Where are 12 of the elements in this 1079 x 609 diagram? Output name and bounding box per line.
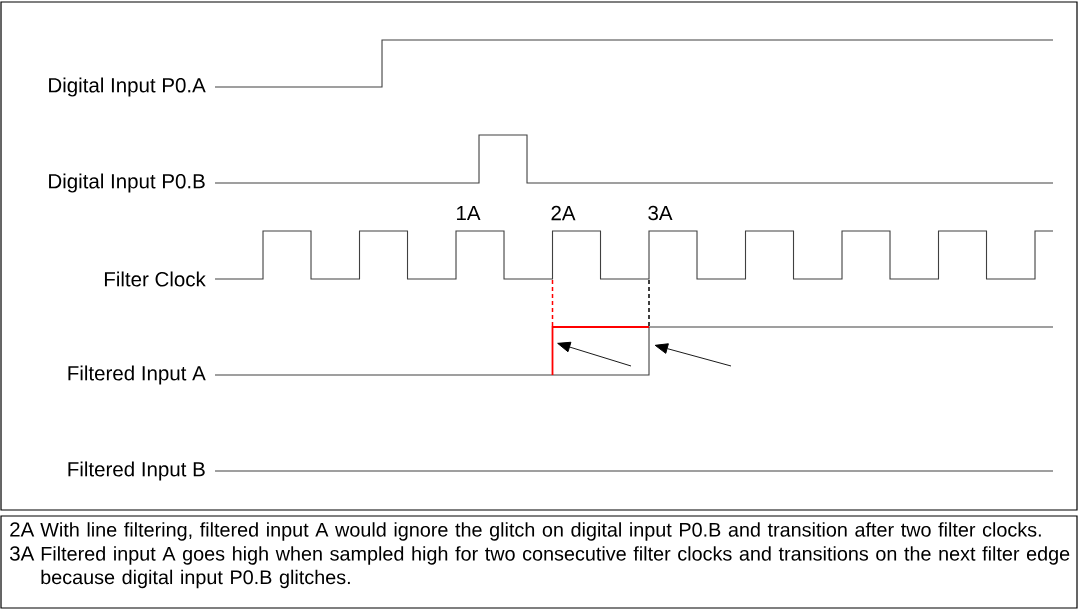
signal-label: Filtered Input A [68,365,206,385]
clock-label: 2A [551,205,576,221]
signal-label: Digital Input P0.B [49,173,205,193]
clock-label: 1A [457,205,481,221]
signal-label: Digital Input P0.A [49,77,206,97]
note-text: With line filtering, filtered input A would ignore the glitch on digital input P0.B and transition after two filter clocks. [40,522,1041,541]
note-number: 2A [10,522,35,537]
clock-label: 3A [648,205,673,221]
signal-label: Filter Clock [105,271,206,287]
signal-label: Filtered Input B [68,461,205,481]
note-text: Filtered input A goes high when sampled high for two consecutive filter clocks and transitions on the next filter edge because digital input P0.B glitches. [41,546,1070,589]
note-number: 3A [10,546,35,561]
